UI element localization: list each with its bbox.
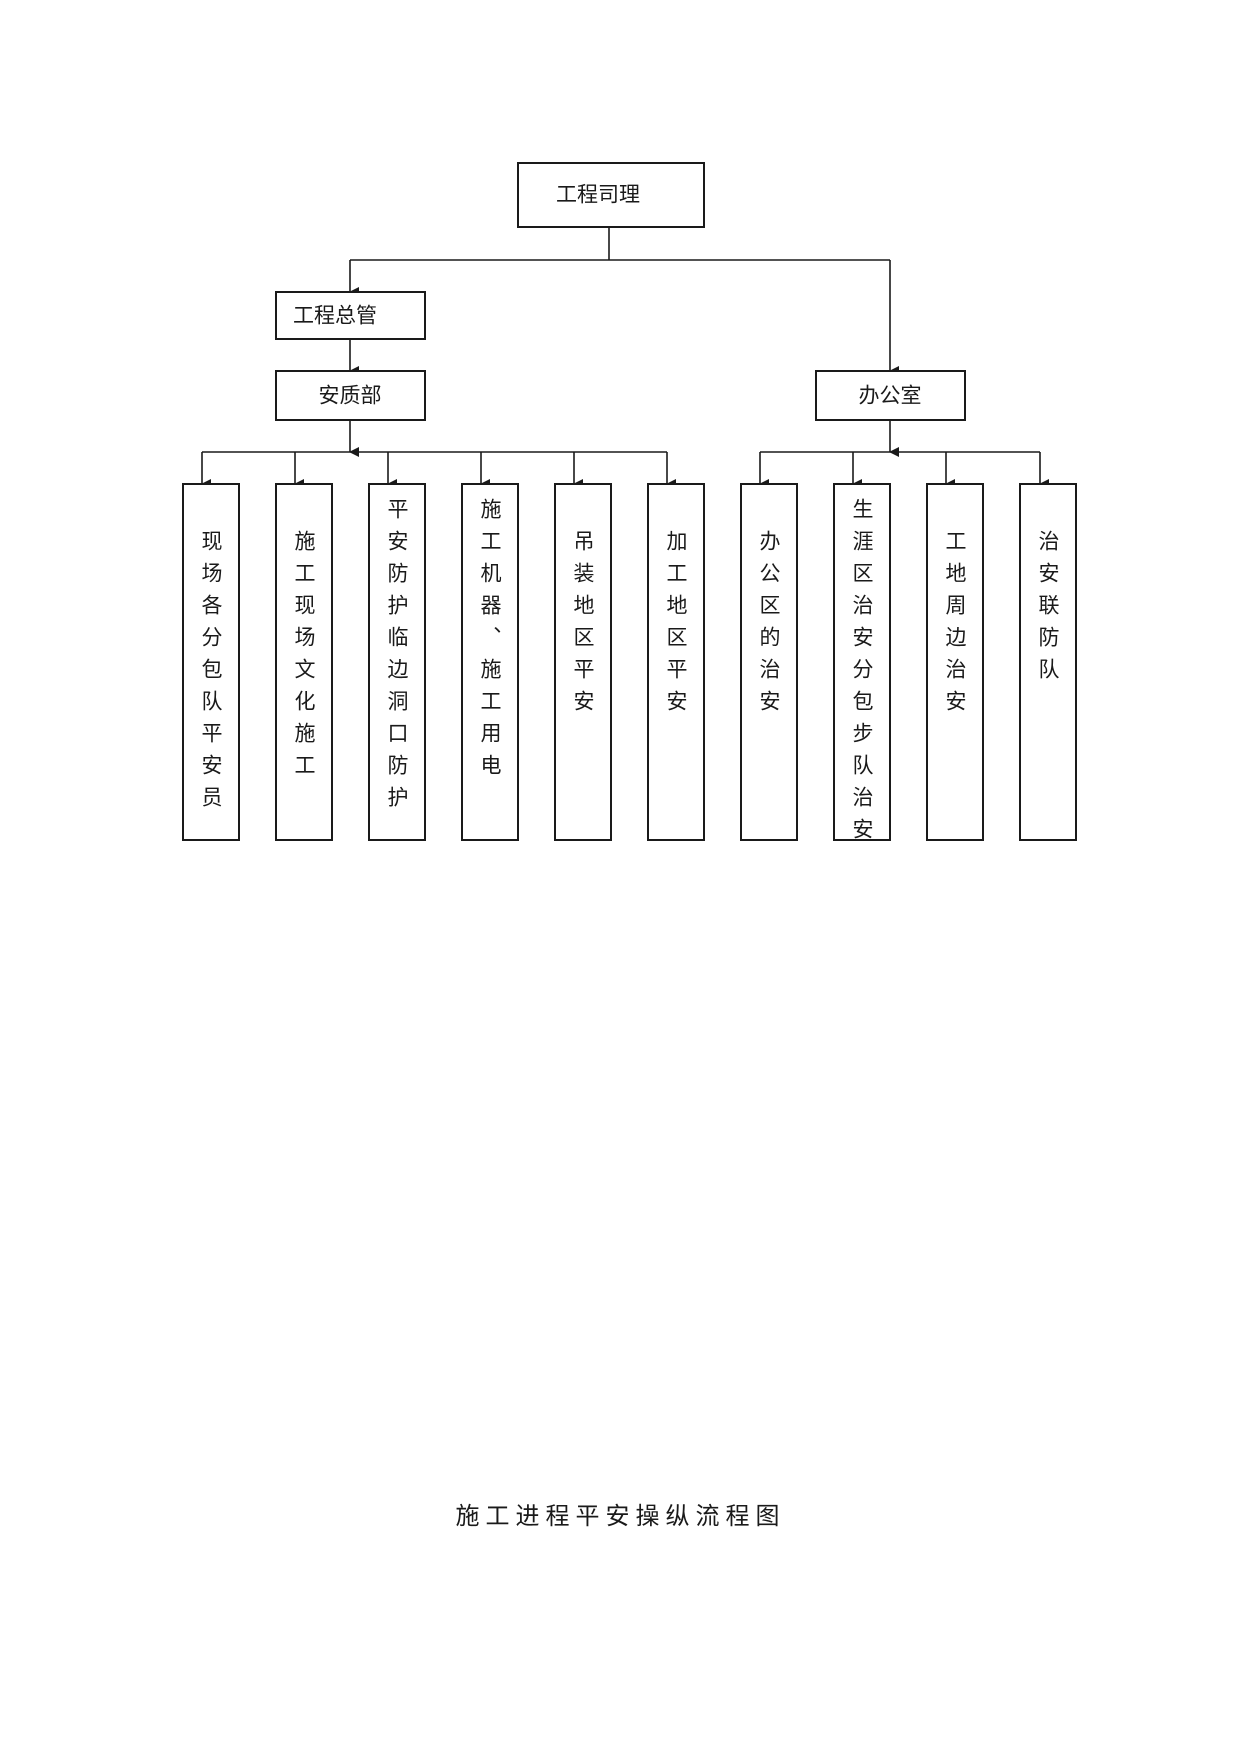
connectors — [201, 227, 1049, 489]
safety-item-1: 现场各分包队平安员 — [182, 483, 240, 841]
safety-item-2: 施工现场文化施工 — [275, 483, 333, 841]
safety-item-5: 吊装地区平安 — [554, 483, 612, 841]
node-office-label: 办公室 — [859, 384, 922, 408]
office-item-1: 办公区的治安 — [740, 483, 798, 841]
safety-item-2-label: 施工现场文化施工 — [292, 530, 316, 786]
office-item-2: 生涯区治安分包步队治安 — [833, 483, 891, 850]
node-safety-dept-label: 安质部 — [319, 384, 382, 408]
office-item-3-label: 工地周边治安 — [943, 530, 967, 722]
diagram-caption: 施工进程平安操纵流程图 — [455, 1502, 786, 1530]
node-office: 办公室 — [815, 370, 966, 421]
safety-item-6: 加工地区平安 — [647, 483, 705, 841]
node-general-manager: 工程总管 — [275, 291, 426, 340]
office-item-4-label: 治安联防队 — [1036, 530, 1060, 690]
office-item-3: 工地周边治安 — [926, 483, 984, 841]
safety-item-6-label: 加工地区平安 — [664, 530, 688, 722]
safety-item-3: 平安防护临边洞口防护 — [368, 483, 426, 841]
node-root: 工程司理 — [517, 162, 705, 228]
org-chart: 工程司理 工程总管 安质部 办公室 现场各分包队平安员 施工现场文化施工 平安防… — [182, 162, 1077, 850]
node-root-label: 工程司理 — [556, 183, 640, 207]
safety-item-4-label: 施工机器、施工用电 — [478, 498, 502, 786]
safety-item-3-label: 平安防护临边洞口防护 — [385, 498, 409, 818]
safety-item-4: 施工机器、施工用电 — [461, 483, 519, 841]
office-item-2-label: 生涯区治安分包步队治安 — [850, 498, 874, 850]
office-item-4: 治安联防队 — [1019, 483, 1077, 841]
safety-item-5-label: 吊装地区平安 — [571, 530, 595, 722]
safety-item-1-label: 现场各分包队平安员 — [199, 530, 223, 818]
node-safety-dept: 安质部 — [275, 370, 426, 421]
node-general-manager-label: 工程总管 — [293, 304, 377, 328]
office-item-1-label: 办公区的治安 — [757, 530, 781, 722]
